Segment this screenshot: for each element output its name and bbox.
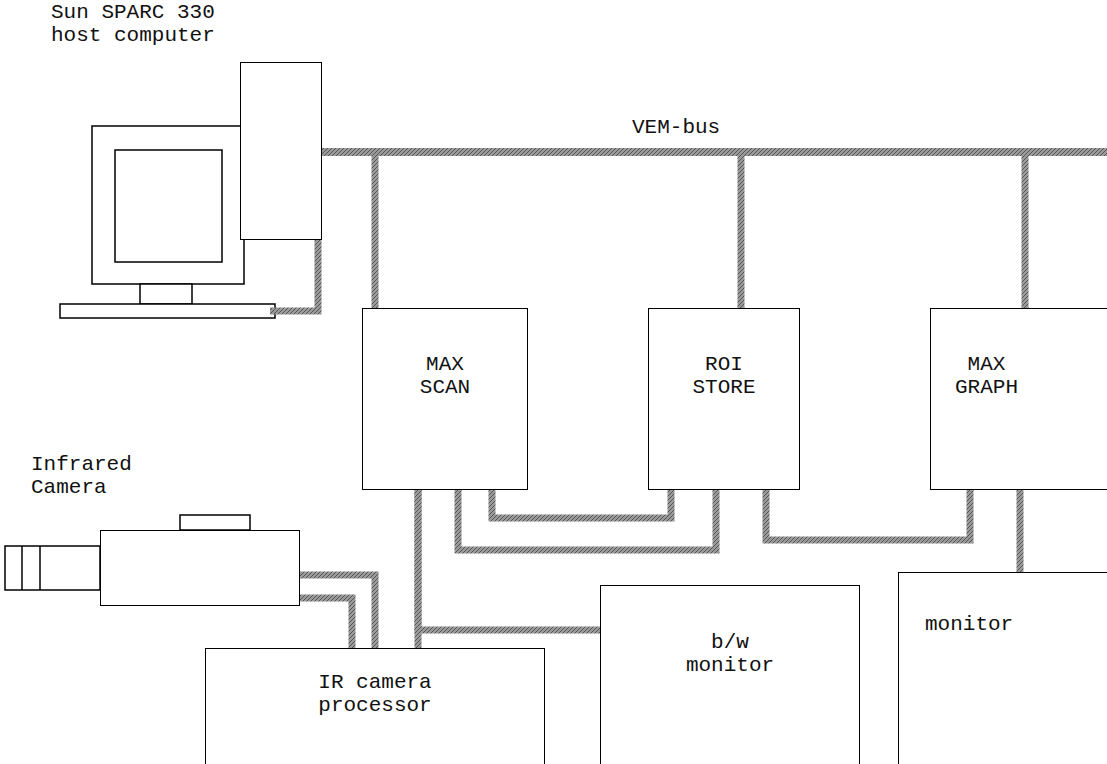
- processor-box: IR camera processor: [205, 648, 545, 764]
- cable: [458, 490, 716, 550]
- monitor-box: b/w monitor: [600, 585, 860, 764]
- monitor-box: monitor: [898, 572, 1107, 764]
- host-computer: Sun SPARC 330 host computer: [240, 62, 322, 240]
- node-text: MAX SCAN: [420, 353, 470, 399]
- cable: [300, 575, 375, 648]
- cable: [492, 490, 671, 518]
- node-text: IR camera processor: [306, 671, 445, 717]
- node-text: ROI STORE: [693, 353, 756, 399]
- node-text: b/w monitor: [686, 631, 774, 677]
- board-box: ROI STORE: [648, 308, 800, 490]
- node-text: MAX GRAPH: [955, 353, 1018, 399]
- cable: [1017, 490, 1024, 572]
- board-box: MAX GRAPH: [930, 308, 1107, 490]
- node-text: Infrared Camera: [31, 453, 132, 499]
- keyboard-cable: [270, 238, 318, 311]
- cable: [418, 490, 600, 630]
- node-text: monitor: [925, 613, 1013, 636]
- cable: [322, 152, 375, 308]
- cable: [322, 152, 741, 308]
- cable: [322, 152, 1025, 308]
- node-text: Sun SPARC 330 host computer: [51, 1, 215, 47]
- board-box: MAX SCAN: [362, 308, 528, 490]
- cable: [300, 598, 352, 648]
- infrared-camera: Infrared Camera: [100, 530, 300, 606]
- cable: [766, 490, 970, 540]
- bus-label: VEM-bus: [632, 116, 720, 139]
